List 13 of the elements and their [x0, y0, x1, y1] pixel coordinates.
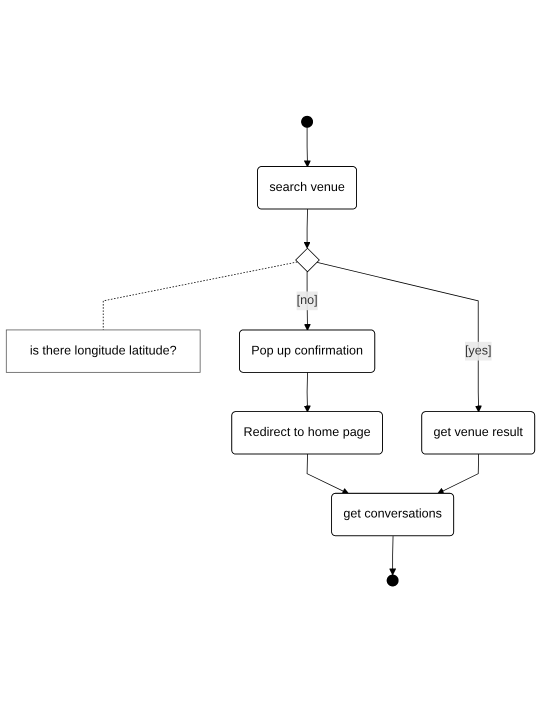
edge-label: [no]	[296, 294, 318, 308]
arrow	[316, 262, 482, 412]
arrow	[304, 208, 311, 248]
arrow	[304, 126, 311, 168]
edge-label: [yes]	[464, 344, 492, 358]
node-box: is there longitude latitude?	[6, 329, 201, 373]
arrow	[437, 454, 479, 494]
connector	[102, 261, 298, 330]
arrow	[304, 271, 311, 330]
arrow	[389, 536, 396, 576]
arrow	[306, 454, 349, 494]
arrow	[304, 372, 311, 412]
node-diamond	[295, 248, 320, 272]
